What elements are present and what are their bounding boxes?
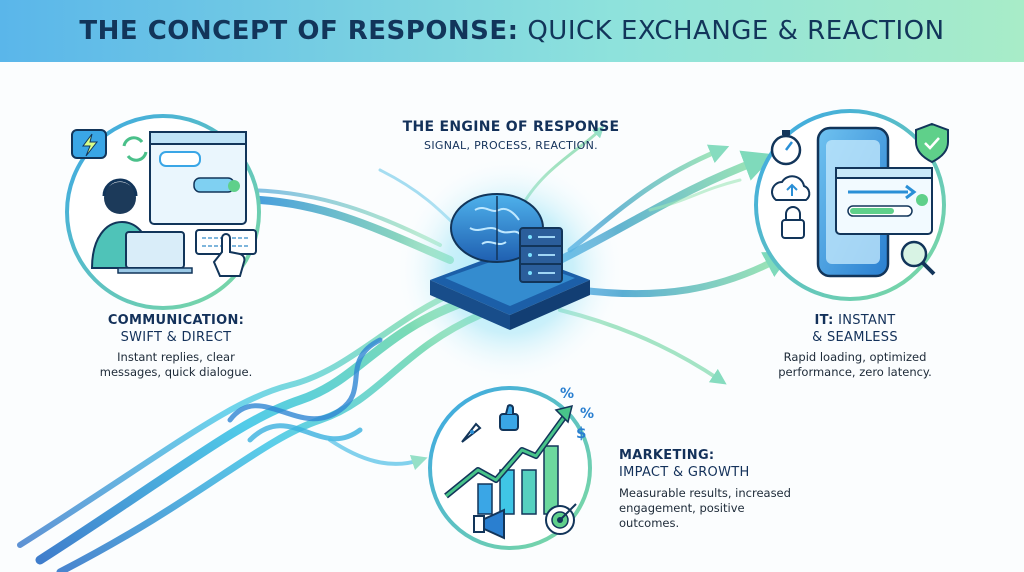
marketing-desc-line1: Measurable results, increased — [619, 486, 791, 500]
it-circle — [754, 109, 949, 301]
it-desc-line2: performance, zero latency. — [778, 365, 932, 379]
svg-text:%: % — [560, 386, 574, 402]
chat-window-icon — [149, 131, 247, 225]
communication-circle — [65, 114, 261, 310]
marketing-desc-line3: outcomes. — [619, 516, 680, 530]
title-banner: THE CONCEPT OF RESPONSE: QUICK EXCHANGE … — [0, 0, 1024, 62]
engine — [395, 155, 625, 385]
it-description: Rapid loading, optimized performance, ze… — [748, 350, 962, 380]
pointing-hand-icon — [212, 233, 246, 277]
server-icon — [519, 227, 563, 283]
it-subheading: & SEAMLESS — [812, 330, 898, 345]
padlock-icon — [781, 206, 805, 239]
thumbs-up-icon — [499, 404, 519, 431]
marketing-desc-line2: engagement, positive — [619, 501, 745, 515]
it-desc-line1: Rapid loading, optimized — [783, 350, 927, 364]
svg-text:%: % — [580, 406, 594, 422]
megaphone-icon — [473, 508, 505, 540]
magnifier-icon — [900, 240, 936, 276]
diagram-art: % % $ — [17, 109, 949, 572]
stopwatch-icon — [770, 130, 802, 166]
dollar-icon: $ — [576, 424, 586, 442]
svg-text:$: $ — [576, 424, 586, 442]
it-heading-bold: IT: — [814, 313, 834, 328]
cloud-upload-icon — [771, 175, 811, 201]
title-bold: THE CONCEPT OF RESPONSE: — [79, 16, 519, 46]
title-light: QUICK EXCHANGE & REACTION — [527, 16, 945, 46]
communication-desc-line2: messages, quick dialogue. — [99, 365, 253, 379]
engine-subtitle: SIGNAL, PROCESS, REACTION. — [424, 139, 598, 152]
marketing-circle: % % $ — [428, 386, 594, 550]
laptop-icon — [117, 231, 193, 274]
lightning-icon — [71, 129, 107, 159]
page-title: THE CONCEPT OF RESPONSE: QUICK EXCHANGE … — [79, 16, 944, 46]
it-heading-rest: INSTANT — [838, 313, 896, 328]
engine-title: THE ENGINE OF RESPONSE — [402, 119, 620, 135]
it-heading: IT: INSTANT — [760, 313, 950, 328]
communication-desc-line1: Instant replies, clear — [117, 350, 235, 364]
bar-chart-icon — [444, 404, 574, 515]
marketing-description: Measurable results, increased engagement… — [619, 486, 849, 531]
loading-dialog — [835, 167, 933, 235]
communication-heading: COMMUNICATION: — [107, 313, 245, 328]
refresh-icon — [122, 136, 148, 162]
shield-check-icon — [915, 122, 949, 164]
communication-description: Instant replies, clear messages, quick d… — [66, 350, 286, 380]
communication-subheading: SWIFT & DIRECT — [120, 330, 232, 345]
percent-icon: % % — [560, 386, 594, 422]
marketing-heading: MARKETING: — [619, 448, 715, 463]
target-icon — [545, 503, 577, 535]
marketing-subheading: IMPACT & GROWTH — [619, 465, 750, 480]
rocket-icon — [461, 422, 482, 443]
